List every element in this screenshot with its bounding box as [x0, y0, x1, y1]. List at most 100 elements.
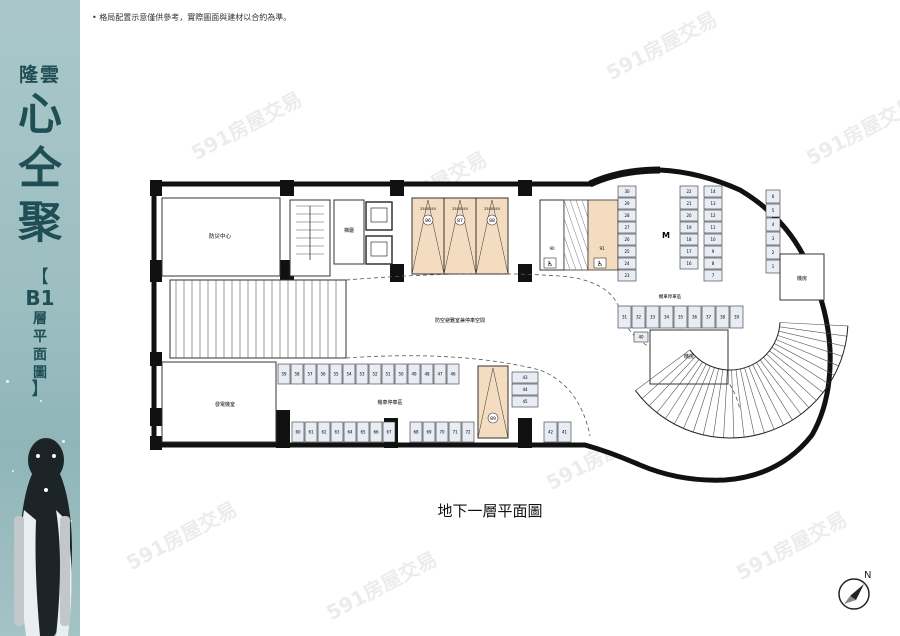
moto-stall	[645, 305, 660, 329]
moto-stall	[715, 305, 730, 329]
ramp-step-line	[748, 366, 775, 430]
label-moto-right: 機車停車區	[659, 293, 682, 300]
moto-stall-label: 5	[772, 208, 775, 213]
moto-stall-label: 32	[636, 315, 642, 320]
moto-stall	[617, 221, 637, 234]
moto-stall	[679, 233, 699, 246]
room-pump-2	[649, 329, 729, 385]
ramp-step-line	[635, 349, 691, 391]
brand-char-1: 心	[18, 89, 62, 140]
moto-stall-label: 24	[624, 261, 630, 266]
label-power-room: 發電機室	[215, 401, 235, 408]
moto-stall	[422, 421, 436, 443]
floor-bracket-open: 【	[31, 267, 49, 288]
moto-stall	[703, 233, 723, 246]
moto-stall-label: 61	[308, 430, 314, 435]
moto-stall-label: 50	[398, 372, 404, 377]
moto-stall-label: 56	[320, 372, 326, 377]
moto-stall	[409, 421, 423, 443]
moto-stall-label: 46	[450, 372, 456, 377]
moto-stall-label: 1	[772, 264, 775, 269]
moto-stall	[631, 305, 646, 329]
watermark: 591房屋交易	[602, 6, 721, 85]
moto-stall	[617, 209, 637, 222]
moto-stall-label: 65	[360, 430, 366, 435]
moto-stall-label: 19	[686, 225, 692, 230]
moto-stall	[448, 421, 462, 443]
moto-stall-label: 59	[281, 372, 287, 377]
moto-stall	[765, 245, 781, 260]
brand-name-small: 隆雲	[18, 64, 61, 86]
ramp-step-line	[702, 368, 719, 435]
moto-stall	[703, 209, 723, 222]
ramp-step-line	[641, 353, 693, 399]
moto-stall	[729, 305, 744, 329]
floor-text-2: 平	[33, 329, 47, 345]
moto-stall-label: 18	[686, 237, 692, 242]
drive-aisle-line	[345, 355, 591, 437]
moto-stall	[617, 197, 637, 210]
brand-char-3: 聚	[18, 197, 62, 248]
ramp-step-line	[756, 362, 793, 421]
car-space-label: 87	[457, 218, 463, 224]
ramp-step-line	[740, 368, 755, 436]
moto-stall-label: 17	[686, 249, 692, 254]
moto-stall	[687, 305, 702, 329]
moto-stall-label: 62	[321, 430, 327, 435]
moto-stall-label: 25	[624, 249, 630, 254]
moto-stall-label: 52	[372, 372, 378, 377]
moto-stall	[617, 305, 632, 329]
moto-stall-label: 29	[624, 201, 630, 206]
moto-stall-label: 23	[624, 273, 630, 278]
moto-stall-label: 39	[734, 315, 740, 320]
ramp-edge	[689, 322, 781, 371]
car-space-size: 250X550	[452, 207, 468, 211]
ramp-left	[169, 279, 347, 359]
moto-stall-label: 37	[706, 315, 712, 320]
moto-stall-label: 4	[772, 222, 775, 227]
label-pump-room: 機房	[797, 275, 807, 282]
moto-stall	[291, 421, 305, 443]
watermark: 591房屋交易	[187, 86, 306, 165]
moto-stall	[617, 233, 637, 246]
moto-stall-label: 30	[624, 189, 630, 194]
watermark: 591房屋交易	[802, 91, 900, 170]
ramp-step-line	[777, 335, 843, 357]
moto-stall-label: 67	[386, 430, 392, 435]
moto-stall-label: 47	[437, 372, 443, 377]
label-elevator-hall: 梯廳	[344, 227, 354, 234]
moto-stall-label: 27	[624, 225, 630, 230]
ramp-step-line	[648, 356, 696, 407]
moto-stall	[765, 203, 781, 218]
moto-stall	[617, 245, 637, 258]
room-disaster-center	[161, 197, 281, 277]
moto-stall-label: 71	[452, 430, 458, 435]
moto-stall-label: 51	[385, 372, 391, 377]
moto-stall-label: 48	[424, 372, 430, 377]
car-space-size: 250X550	[484, 207, 500, 211]
moto-stall	[394, 363, 408, 385]
ramp-step-line	[779, 326, 847, 337]
moto-stall	[511, 371, 539, 384]
moto-stall	[369, 421, 383, 443]
moto-stall	[511, 395, 539, 408]
compass-north-label: N	[864, 570, 872, 581]
car-space-label: 86	[425, 218, 431, 224]
watermark: 591房屋交易	[322, 546, 441, 625]
drive-aisle-line	[345, 273, 741, 411]
moto-stall	[617, 257, 637, 270]
moto-stall	[303, 363, 317, 385]
moto-stall	[703, 221, 723, 234]
moto-stall	[435, 421, 449, 443]
disclaimer-note: • 格局配置示意僅供參考，實際圖面與建材以合約為準。	[92, 13, 292, 22]
moto-stall	[381, 363, 395, 385]
room-power	[161, 361, 277, 443]
moto-stall-label: 34	[664, 315, 670, 320]
moto-stall-label: 10	[710, 237, 716, 242]
moto-stall	[557, 421, 572, 443]
ramp-step-line	[692, 367, 715, 433]
moto-stall	[679, 257, 699, 270]
moto-stall	[342, 363, 356, 385]
